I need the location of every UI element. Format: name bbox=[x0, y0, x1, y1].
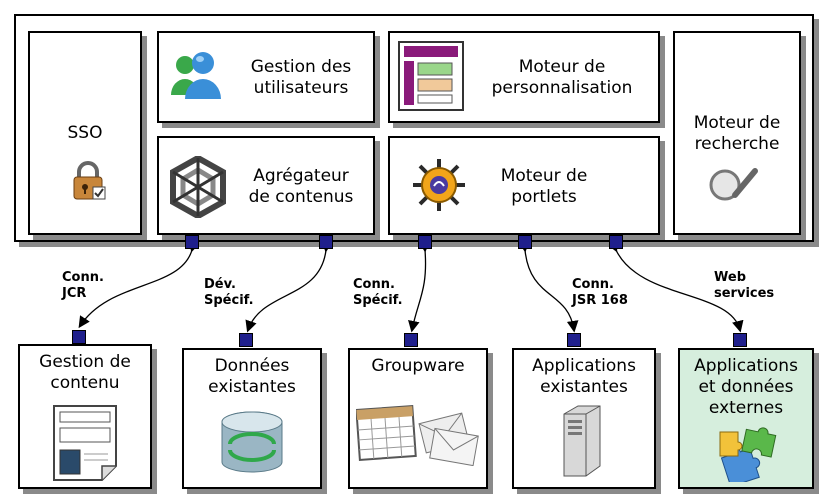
groupware-box: Groupware bbox=[348, 348, 488, 489]
platform-port-jcr bbox=[185, 235, 199, 249]
platform-port-dev-specif bbox=[319, 235, 333, 249]
content-aggregator-box: Agrégateur de contenus bbox=[157, 136, 375, 235]
user-management-label: Gestion des utilisateurs bbox=[250, 57, 352, 98]
arrow-dev-specif bbox=[245, 240, 333, 333]
layout-icon bbox=[398, 41, 464, 111]
arrow-jsr168 bbox=[518, 240, 579, 333]
sso-label: SSO bbox=[67, 123, 103, 143]
groupware-label: Groupware bbox=[371, 356, 465, 376]
connector-label-jcr: Conn.JCR bbox=[62, 270, 104, 301]
platform-port-web-services bbox=[609, 235, 623, 249]
external-apps-data-label: Applications et données externes bbox=[694, 356, 798, 418]
existing-data-label: Données existantes bbox=[208, 356, 296, 397]
source-port-content bbox=[72, 330, 86, 344]
users-icon bbox=[171, 52, 221, 99]
puzzle-icon bbox=[719, 427, 777, 482]
arrow-conn-specif bbox=[408, 240, 431, 333]
aggregator-icon bbox=[170, 156, 226, 218]
search-engine-box: Moteur de recherche bbox=[673, 31, 801, 235]
content-management-box: Gestion de contenu bbox=[18, 344, 152, 489]
arrow-web-services bbox=[606, 239, 744, 333]
magnifier-icon bbox=[709, 168, 758, 201]
content-aggregator-label: Agrégateur de contenus bbox=[248, 166, 354, 207]
platform-port-conn-specif bbox=[418, 235, 432, 249]
connector-label-jsr168: Conn.JSR 168 bbox=[572, 277, 628, 308]
existing-apps-label: Applications existantes bbox=[532, 356, 636, 397]
source-port-external bbox=[733, 333, 747, 347]
sso-box: SSO bbox=[28, 31, 142, 235]
platform-port-jsr168 bbox=[518, 235, 532, 249]
portlet-engine-label: Moteur de portlets bbox=[500, 166, 588, 207]
user-management-box: Gestion des utilisateurs bbox=[157, 31, 375, 123]
existing-data-box: Données existantes bbox=[182, 348, 322, 489]
calendar-mail-icon bbox=[356, 405, 479, 466]
portlet-engine-box: Moteur de portlets bbox=[388, 136, 660, 235]
personalization-engine-label: Moteur de personnalisation bbox=[491, 57, 633, 98]
personalization-engine-box: Moteur de personnalisation bbox=[388, 31, 660, 123]
connector-label-dev-specif: Dév.Spécif. bbox=[204, 277, 254, 308]
existing-apps-box: Applications existantes bbox=[512, 348, 656, 489]
database-icon bbox=[221, 411, 283, 473]
source-port-apps bbox=[567, 333, 581, 347]
search-engine-label: Moteur de recherche bbox=[693, 113, 781, 154]
source-port-data bbox=[239, 333, 253, 347]
content-management-label: Gestion de contenu bbox=[39, 352, 131, 393]
source-port-groupware bbox=[404, 333, 418, 347]
portlet-globe-icon bbox=[413, 159, 465, 211]
external-apps-data-box: Applications et données externes bbox=[678, 348, 814, 489]
arrow-jcr bbox=[78, 239, 201, 329]
padlock-icon bbox=[73, 161, 106, 200]
document-icon bbox=[53, 405, 117, 481]
server-icon bbox=[563, 405, 601, 477]
connector-label-conn-specif: Conn.Spécif. bbox=[353, 277, 403, 308]
